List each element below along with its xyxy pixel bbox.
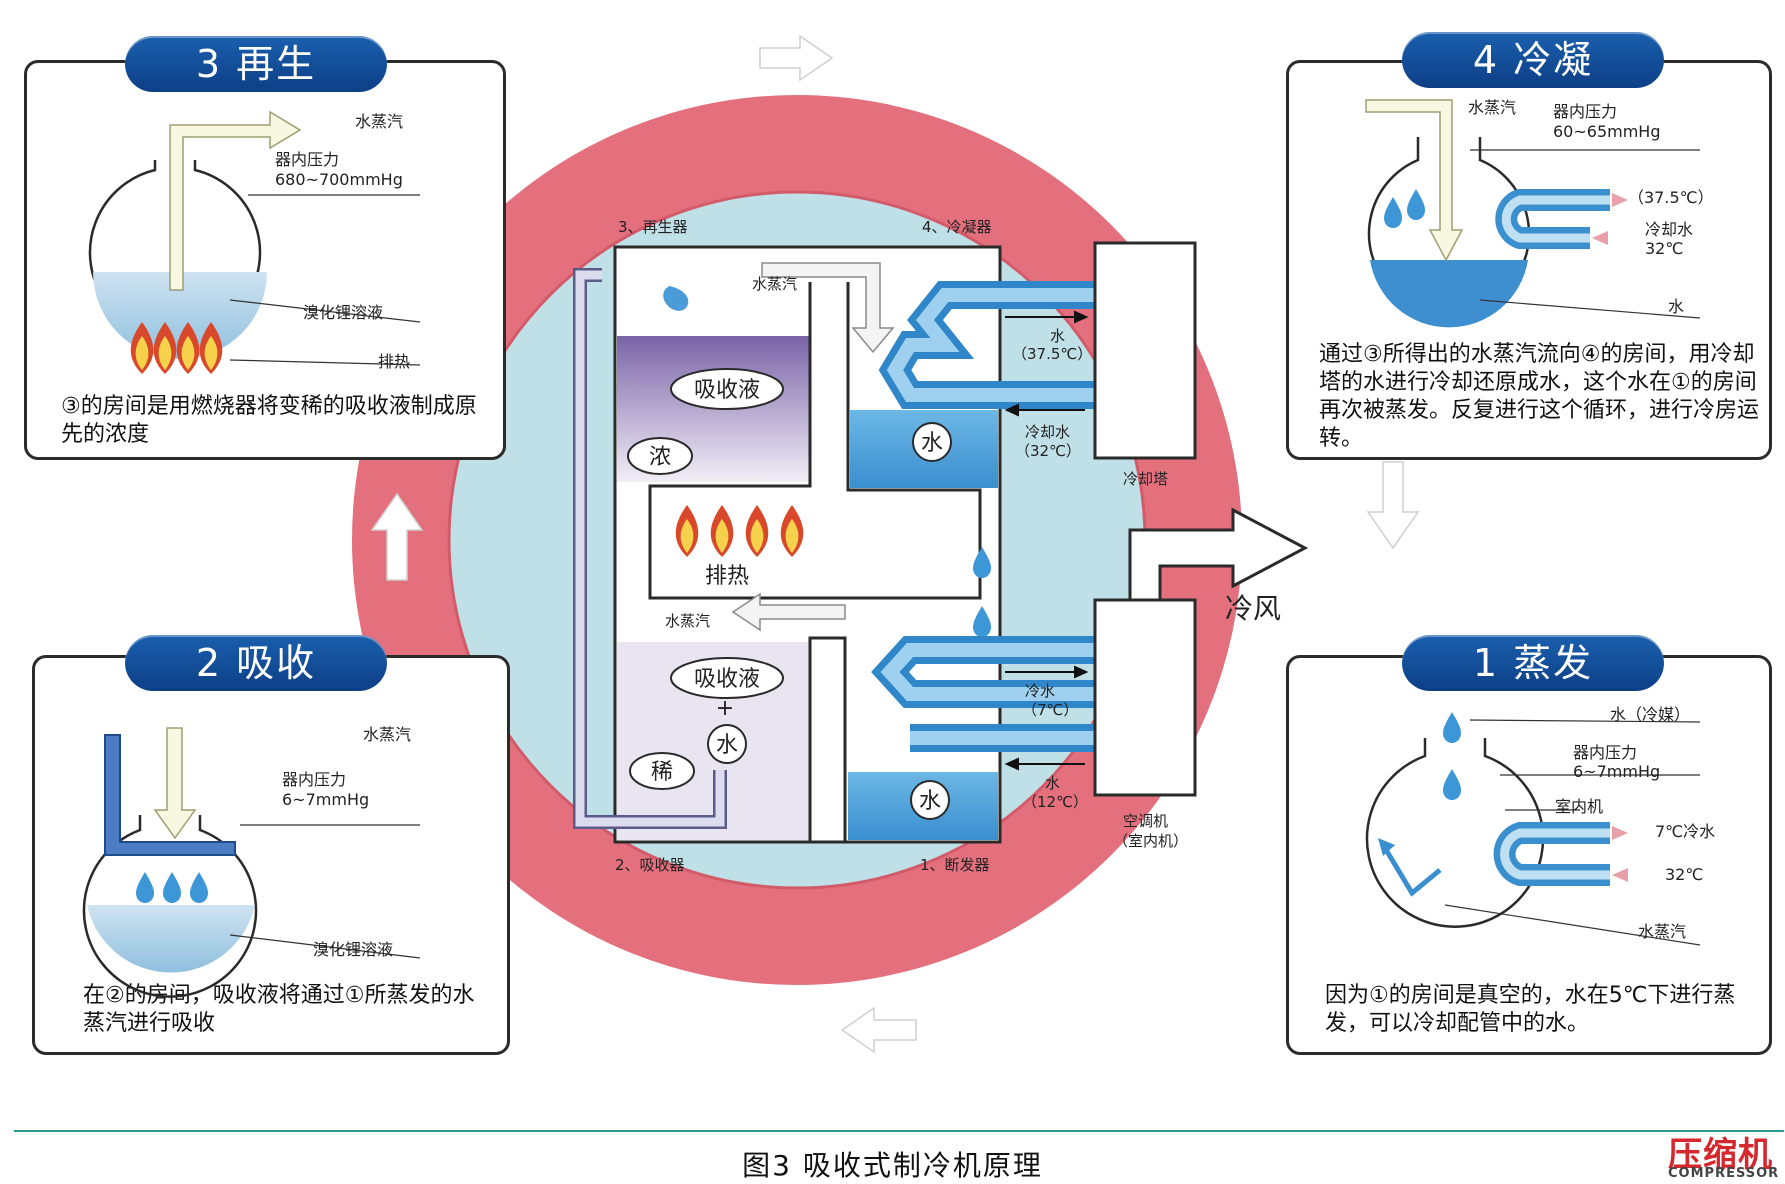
- label-chilled-in-temp: （12℃）: [1022, 793, 1088, 811]
- label-chilled-out-temp: （7℃）: [1022, 701, 1078, 719]
- badge-evap: 1 蒸发: [1402, 635, 1664, 691]
- logo-subtext: COMPRESSOR: [1668, 1166, 1780, 1181]
- label-cond-water-out-temp: （37.5℃）: [1012, 345, 1092, 363]
- ellipse-absorbent-bottom: [670, 657, 784, 699]
- condense-pressure-title: 器内压力: [1553, 102, 1617, 121]
- label-vapor-top: 水蒸汽: [752, 275, 797, 293]
- evap-water-refrigerant: 水（冷媒）: [1610, 705, 1690, 724]
- absorb-pressure-title: 器内压力: [282, 770, 346, 789]
- condense-cooling-water: 冷却水: [1645, 220, 1693, 239]
- logo-text: 压缩机: [1668, 1135, 1773, 1175]
- label-chilled-out: 冷水: [1025, 682, 1055, 700]
- evap-chilled-out: 7℃冷水: [1655, 822, 1715, 841]
- label-concentrated: 浓: [649, 445, 671, 470]
- cooling-tower-box: [1093, 241, 1197, 460]
- ellipse-concentrated: [627, 437, 693, 475]
- label-absorbent-bottom: 吸收液: [694, 667, 760, 692]
- evap-description: 因为①的房间是真空的，水在5℃下进行蒸发，可以冷却配管中的水。: [1325, 983, 1736, 1036]
- vapor-arrow-top-icon: [761, 262, 895, 354]
- label-ac-unit: 空调机: [1123, 812, 1168, 830]
- absorb-solution-label: 溴化锂溶液: [313, 940, 393, 959]
- regen-pressure-title: 器内压力: [275, 150, 339, 169]
- condense-temp-out: （37.5℃）: [1628, 188, 1714, 207]
- label-evaporator: 1、断发器: [920, 856, 990, 874]
- label-cond-water-out: 水: [1050, 327, 1065, 345]
- regen-pressure-value: 680~700mmHg: [275, 170, 403, 189]
- ring-arrow-up-icon: [370, 492, 424, 581]
- condense-description: 通过③所得出的水蒸汽流向④的房间，用冷却塔的水进行冷却还原成水，这个水在①的房间…: [1319, 342, 1760, 451]
- ring-arrow-left-icon: [840, 1006, 917, 1054]
- ellipse-absorbent-top: [670, 368, 784, 410]
- circle-water-small: [707, 724, 747, 764]
- ring-arrow-right-icon: [759, 34, 834, 82]
- label-cold-air: 冷风: [1225, 592, 1281, 625]
- label-dilute: 稀: [651, 760, 673, 785]
- regen-vapor-label: 水蒸汽: [355, 112, 403, 131]
- label-regenerator: 3、再生器: [618, 218, 688, 236]
- cold-air-arrow-icon: [1128, 507, 1309, 602]
- absorb-pressure-value: 6~7mmHg: [282, 790, 369, 809]
- regen-description: ③的房间是用燃烧器将变稀的吸收液制成原先的浓度: [61, 394, 477, 447]
- label-heat-center: 排热: [705, 564, 749, 589]
- evap-temp-in: 32℃: [1665, 865, 1703, 884]
- label-plus: +: [716, 696, 734, 721]
- label-cooling-water-temp: （32℃）: [1015, 442, 1081, 460]
- evap-pressure-title: 器内压力: [1573, 743, 1637, 762]
- ellipse-dilute: [629, 752, 695, 790]
- label-absorber: 2、吸收器: [615, 856, 685, 874]
- circle-water-evap: [910, 780, 950, 820]
- evap-vapor-label: 水蒸汽: [1638, 922, 1686, 941]
- label-absorbent-top: 吸收液: [694, 378, 760, 403]
- badge-absorb: 2 吸收: [125, 635, 387, 691]
- badge-regen: 3 再生: [125, 36, 387, 92]
- figure-caption: 图3 吸收式制冷机原理: [742, 1149, 1043, 1182]
- vapor-arrow-mid-icon: [731, 592, 846, 632]
- absorb-vapor-label: 水蒸汽: [363, 725, 411, 744]
- condense-vapor-label: 水蒸汽: [1468, 98, 1516, 117]
- label-water-evap: 水: [919, 789, 941, 814]
- footer-rule: [14, 1130, 1784, 1132]
- condenser-coil: [878, 281, 1095, 409]
- regen-solution-label: 溴化锂溶液: [303, 303, 383, 322]
- ac-unit-box: [1093, 598, 1197, 797]
- label-water-small: 水: [716, 733, 738, 758]
- condense-pressure-value: 60~65mmHg: [1553, 122, 1660, 141]
- label-vapor-mid: 水蒸汽: [665, 612, 710, 630]
- label-chilled-in: 水: [1045, 774, 1060, 792]
- label-cooling-water: 冷却水: [1025, 423, 1070, 441]
- label-condenser: 4、冷凝器: [922, 218, 992, 236]
- condense-temp-in: 32℃: [1645, 239, 1683, 258]
- label-ac-unit-sub: （室内机）: [1113, 832, 1188, 850]
- condense-water-label: 水: [1668, 297, 1684, 316]
- label-water-condenser: 水: [921, 431, 943, 456]
- evap-indoor-label: 室内机: [1555, 797, 1603, 816]
- ring-arrow-down-icon: [1366, 461, 1420, 550]
- label-cooling-tower: 冷却塔: [1123, 470, 1168, 488]
- evap-pressure-value: 6~7mmHg: [1573, 762, 1660, 781]
- circle-water-condenser: [912, 422, 952, 462]
- regen-heat-label: 排热: [378, 352, 410, 371]
- badge-condense: 4 冷凝: [1402, 32, 1664, 88]
